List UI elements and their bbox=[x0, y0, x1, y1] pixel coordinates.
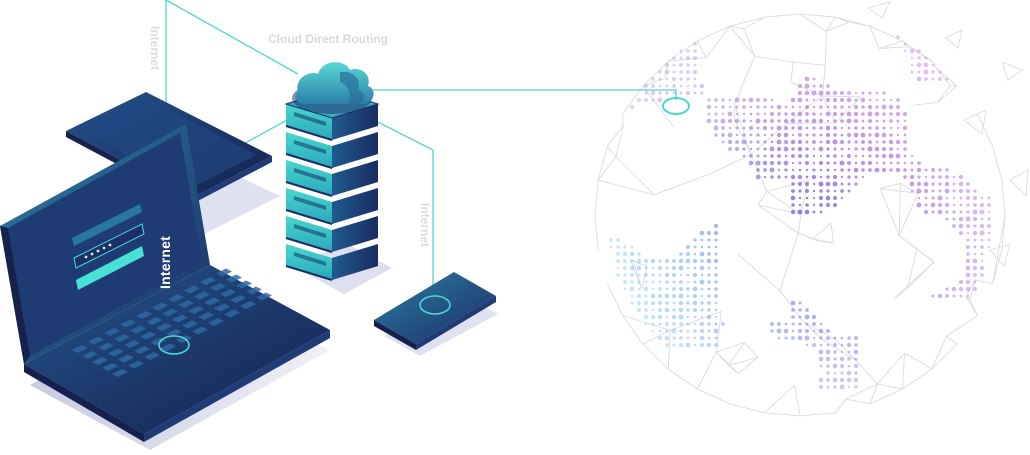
login-field bbox=[72, 204, 142, 246]
laptop-internet-label: Internet bbox=[157, 236, 173, 289]
login-button bbox=[76, 246, 144, 290]
password-field-icon bbox=[73, 223, 145, 269]
tablet-internet-label: Internet bbox=[148, 26, 162, 71]
phone-internet-label: Internet bbox=[418, 203, 432, 248]
globe-mesh bbox=[594, 1, 1029, 417]
password-dots bbox=[84, 243, 112, 259]
laptop-keyboard bbox=[72, 268, 272, 377]
globe-dots bbox=[609, 35, 992, 390]
laptop-device bbox=[0, 124, 330, 450]
globe bbox=[594, 1, 1029, 417]
cloud-direct-routing-label: Cloud Direct Routing bbox=[268, 32, 388, 46]
cloud-icon bbox=[292, 62, 374, 114]
laptop-connection-marker bbox=[158, 335, 190, 355]
server-icon bbox=[284, 62, 392, 294]
phone-connection-marker bbox=[419, 295, 451, 315]
phone-device bbox=[374, 272, 498, 356]
globe-location-marker bbox=[662, 97, 690, 115]
